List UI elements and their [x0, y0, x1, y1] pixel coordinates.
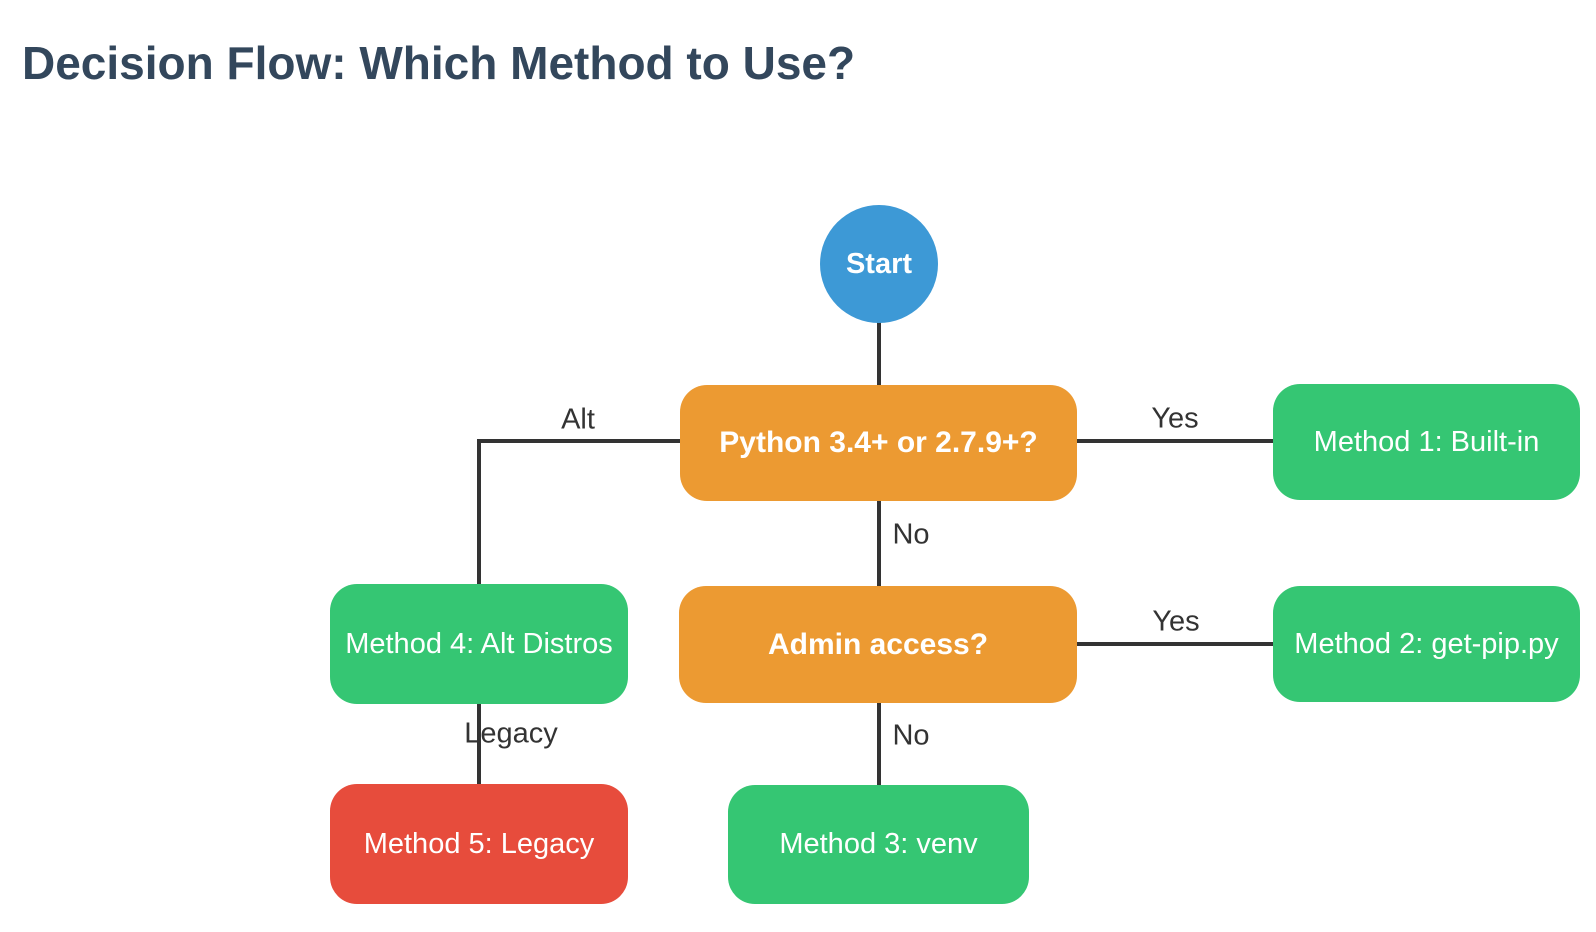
edge-label-yes-1: Yes — [1151, 402, 1199, 435]
method-1-node-label: Method 1: Built-in — [1313, 425, 1540, 458]
method-5-node-label: Method 5: Legacy — [363, 827, 595, 860]
edge-label-legacy: Legacy — [464, 717, 558, 750]
edge-label-alt: Alt — [561, 403, 595, 436]
edge-label-no-2: No — [892, 719, 930, 752]
method-5-node: Method 5: Legacy — [330, 784, 628, 904]
method-4-node: Method 4: Alt Distros — [330, 584, 628, 704]
page-title: Decision Flow: Which Method to Use? — [22, 37, 856, 89]
edge-python-no-to-admin — [877, 501, 881, 587]
edge-admin-yes-to-method2 — [1077, 642, 1273, 646]
edge-start-to-python — [877, 322, 881, 386]
edge-admin-no-to-method3 — [877, 703, 881, 786]
decision-node-admin-access-label: Admin access? — [767, 627, 989, 661]
edge-method4-to-method5 — [477, 704, 481, 785]
start-node-label: Start — [845, 247, 913, 280]
decision-node-python-version-label: Python 3.4+ or 2.7.9+? — [719, 426, 1038, 459]
method-2-node: Method 2: get-pip.py — [1273, 586, 1580, 702]
edge-python-alt-horizontal — [477, 439, 680, 443]
edge-label-yes-2: Yes — [1152, 605, 1200, 638]
method-3-node-label: Method 3: venv — [779, 828, 978, 860]
method-1-node: Method 1: Built-in — [1273, 384, 1580, 500]
edge-python-yes-to-method1 — [1077, 439, 1273, 443]
method-2-node-label: Method 2: get-pip.py — [1294, 627, 1559, 660]
method-3-node: Method 3: venv — [728, 785, 1029, 904]
decision-node-python-version: Python 3.4+ or 2.7.9+? — [680, 385, 1077, 501]
edge-python-alt-to-method4 — [477, 439, 481, 585]
start-node: Start — [820, 205, 938, 323]
edge-label-no-1: No — [892, 518, 930, 551]
decision-node-admin-access: Admin access? — [679, 586, 1077, 703]
method-4-node-label: Method 4: Alt Distros — [345, 627, 613, 660]
